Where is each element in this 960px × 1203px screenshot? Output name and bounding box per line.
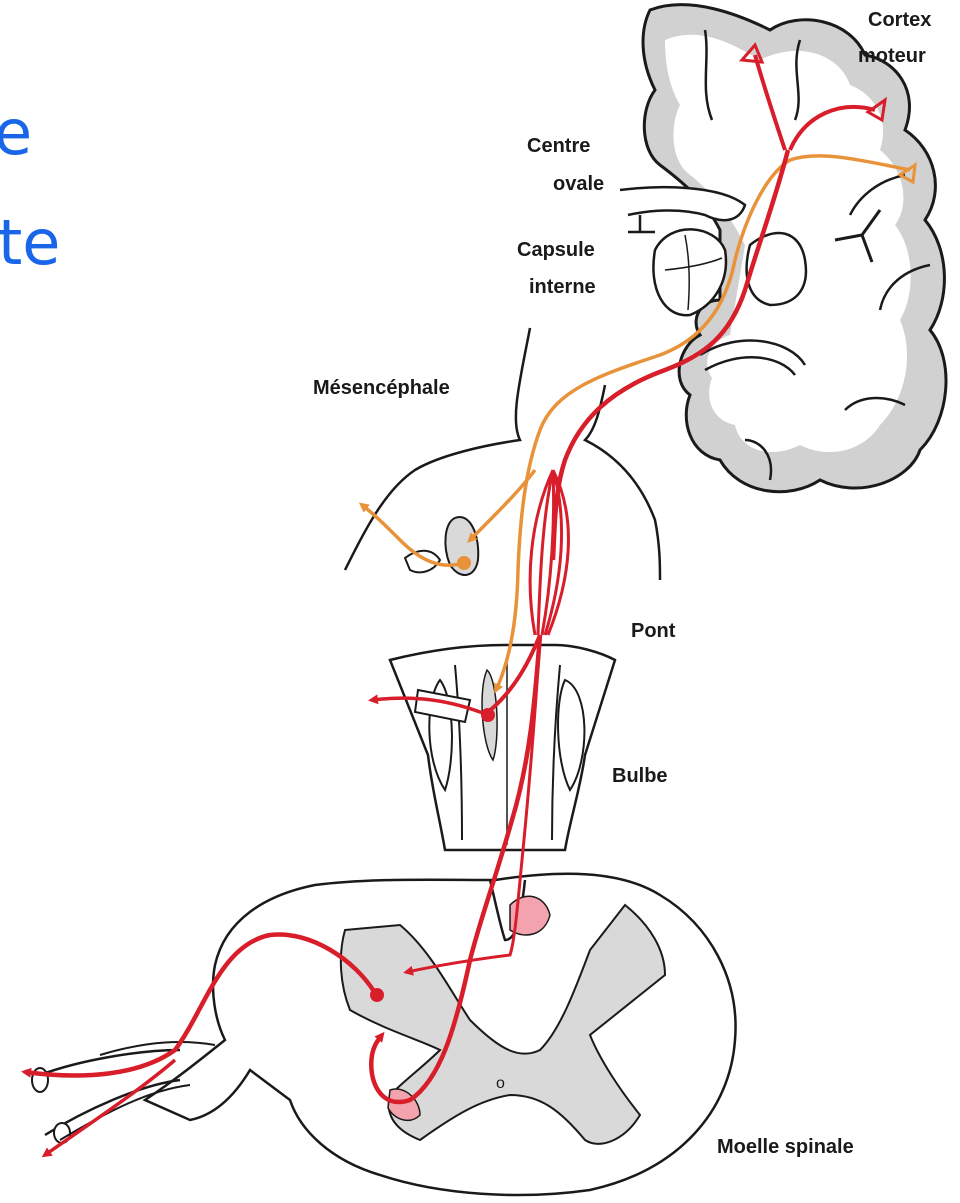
- cerebral-hemisphere: [643, 5, 946, 492]
- midbrain-outline: [345, 328, 660, 580]
- red-anterior-horn-synapse: [370, 988, 384, 1002]
- lentiform-nucleus: [747, 233, 806, 305]
- fornix: [628, 215, 655, 232]
- label-bulbe: Bulbe: [612, 765, 668, 787]
- label-mesencephale: Mésencéphale: [313, 377, 450, 399]
- orange-midbrain-branch: [470, 470, 535, 540]
- label-pont: Pont: [631, 620, 676, 642]
- label-cortex-moteur-2: moteur: [858, 45, 926, 67]
- label-cortex-moteur-1: Cortex: [868, 9, 931, 31]
- label-moelle-spinale: Moelle spinale: [717, 1136, 854, 1158]
- label-capsule-interne-1: Capsule: [517, 239, 595, 261]
- red-pyramid-bundle: [530, 470, 568, 635]
- label-centre-ovale-1: Centre: [527, 135, 590, 157]
- label-centre-ovale-2: ovale: [553, 173, 604, 195]
- orange-synapse: [457, 556, 471, 570]
- central-canal-marker: o: [496, 1075, 505, 1092]
- spinal-cord: o: [32, 874, 736, 1195]
- label-capsule-interne-2: interne: [529, 276, 596, 298]
